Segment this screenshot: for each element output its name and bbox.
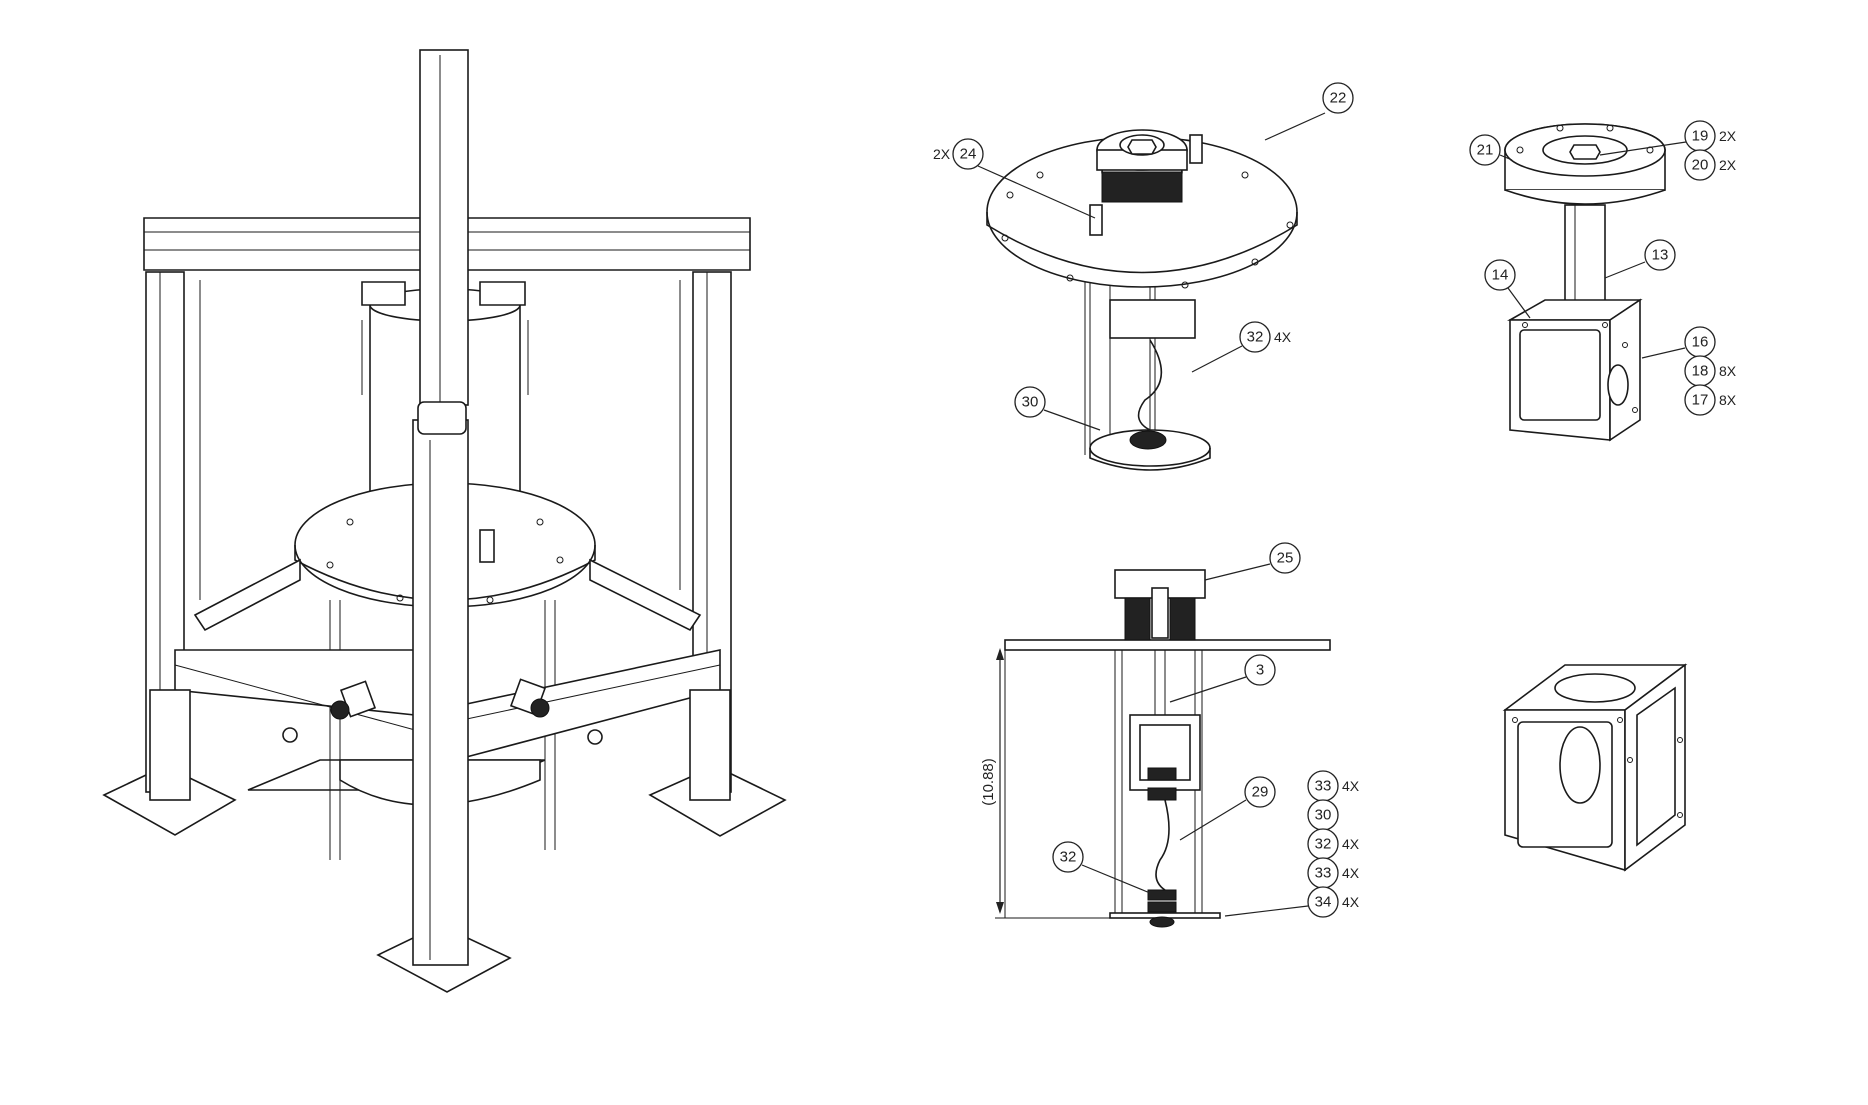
- iso-cube-detail: [1502, 663, 1688, 872]
- qty-19: 2X: [1719, 128, 1737, 144]
- iso-clamp-block: [1109, 299, 1196, 339]
- stack-balloon-34: 34: [1315, 894, 1332, 911]
- balloon-21: 21: [1477, 142, 1494, 159]
- section-plate: [1004, 639, 1331, 651]
- qty-17: 8X: [1719, 392, 1737, 408]
- balloon-22: 22: [1330, 90, 1347, 107]
- balloons-iso-top: 22 2X 24 32 4X 30: [933, 82, 1354, 431]
- center-post-upper: [419, 49, 469, 406]
- stack-qty-33b: 4X: [1342, 865, 1360, 881]
- center-post-lower: [412, 419, 469, 966]
- qty-18: 8X: [1719, 363, 1737, 379]
- balloon-25: 25: [1277, 550, 1294, 567]
- balloon-20: 20: [1692, 157, 1709, 174]
- frame-fitting-left: [330, 680, 377, 720]
- stack-balloon-33a: 33: [1315, 778, 1332, 795]
- qty-32: 4X: [1274, 329, 1292, 345]
- bolt-front-left: [282, 727, 298, 743]
- balloon-3: 3: [1256, 662, 1264, 679]
- balloon-17: 17: [1692, 392, 1709, 409]
- balloons-front-section: 25 3 29 32 33 4X 30 32 4X 33 4X 34 4X: [1052, 542, 1360, 918]
- frame-rear-left: [193, 558, 301, 632]
- qty-20: 2X: [1719, 157, 1737, 173]
- balloon-24: 24: [960, 146, 977, 163]
- frame-fitting-right: [509, 678, 550, 718]
- balloon-14: 14: [1492, 267, 1509, 284]
- frame-rear-right: [589, 558, 702, 632]
- dimension-label: (10.88): [980, 758, 997, 806]
- stack-qty-34: 4X: [1342, 894, 1360, 910]
- stack-qty-33a: 4X: [1342, 778, 1360, 794]
- stack-balloon-32: 32: [1315, 836, 1332, 853]
- balloon-32: 32: [1247, 329, 1264, 346]
- frame-front-left-beam: [174, 649, 416, 716]
- balloon-16: 16: [1692, 334, 1709, 351]
- stack-balloon-33b: 33: [1315, 865, 1332, 882]
- main-assembly-iso-view: [102, 49, 787, 993]
- stack-qty-32: 4X: [1342, 836, 1360, 852]
- fitting-24b: [1189, 134, 1203, 164]
- fitting-24: [1089, 204, 1103, 236]
- qty-24: 2X: [933, 146, 951, 162]
- balloon-30: 30: [1022, 394, 1039, 411]
- balloon-19: 19: [1692, 128, 1709, 145]
- iso-mount-view: [1504, 123, 1666, 442]
- stack-balloon-30: 30: [1315, 807, 1332, 824]
- front-section-view: (10.88): [980, 569, 1331, 928]
- balloon-13: 13: [1652, 247, 1669, 264]
- balloons-iso-mount: 21 19 2X 20 2X 13 14 16 18 8X 17 8X: [1469, 120, 1737, 416]
- bolt-front-right: [587, 729, 603, 745]
- balloon-32-section: 32: [1060, 849, 1077, 866]
- iso-disc-assembly-view: [986, 129, 1298, 471]
- balloon-29: 29: [1252, 784, 1269, 801]
- balloon-18: 18: [1692, 363, 1709, 380]
- fitting-on-disc: [479, 529, 495, 563]
